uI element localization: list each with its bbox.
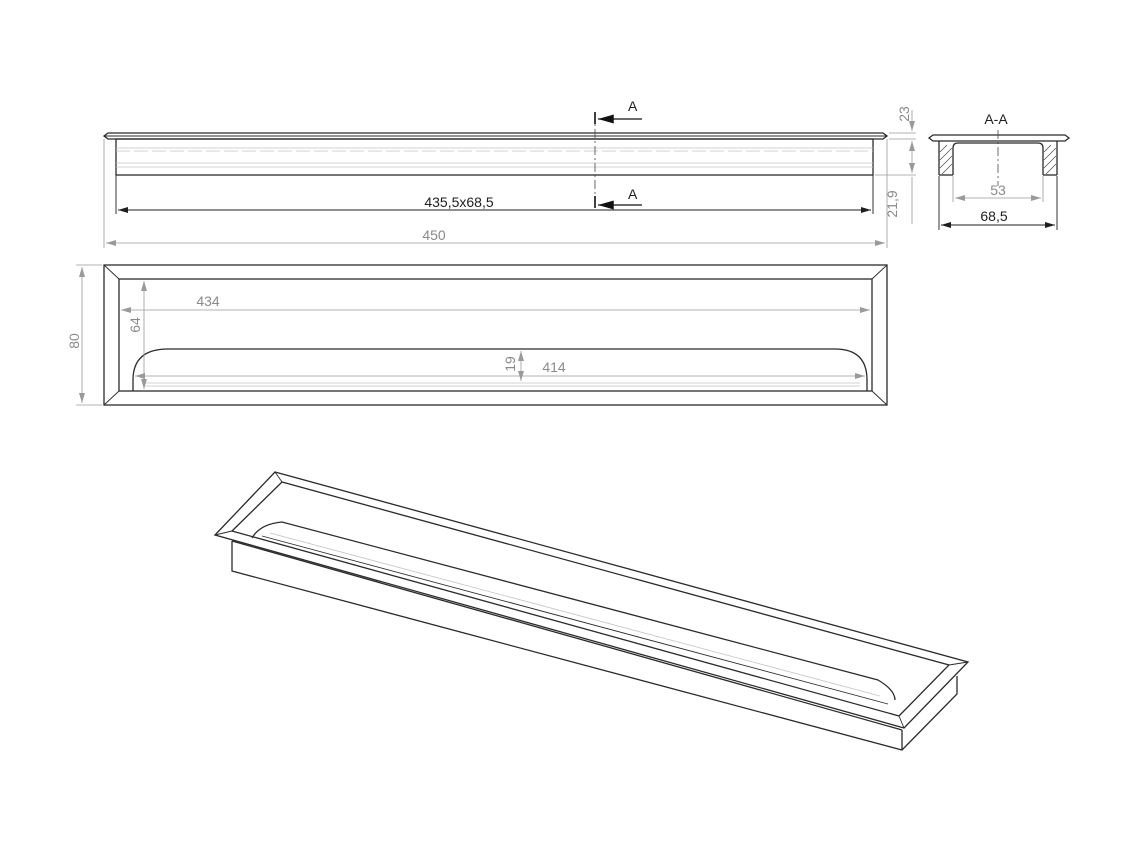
top-view bbox=[103, 264, 888, 406]
channel-width-label: 19 bbox=[502, 356, 518, 372]
side-view bbox=[102, 132, 889, 176]
hatch-right bbox=[1043, 144, 1057, 175]
section-view: A-A 53 68,5 bbox=[927, 111, 1071, 230]
overall-width-label: 80 bbox=[66, 333, 82, 349]
overall-length-label: 450 bbox=[422, 227, 446, 243]
side-view-dimensions: 435,5x68,5 23 21,9 450 bbox=[103, 106, 916, 248]
outer-width-label: 68,5 bbox=[980, 208, 1007, 224]
channel-length-label: 414 bbox=[542, 359, 566, 375]
isometric-view bbox=[213, 471, 970, 751]
section-title: A-A bbox=[984, 111, 1008, 127]
inner-length-label: 434 bbox=[196, 293, 220, 309]
section-line-a: A A bbox=[594, 98, 642, 210]
top-height-label: 23 bbox=[896, 106, 912, 122]
top-view-dimensions: 80 434 64 414 19 bbox=[66, 264, 870, 406]
section-marker-top: A bbox=[628, 98, 638, 114]
hatch-left bbox=[939, 144, 953, 175]
inner-width-label: 53 bbox=[990, 182, 1006, 198]
inner-depth-label: 64 bbox=[127, 317, 143, 333]
section-marker-bottom: A bbox=[628, 186, 638, 202]
cutout-dimension-label: 435,5x68,5 bbox=[424, 194, 493, 210]
body-height-label: 21,9 bbox=[884, 190, 900, 217]
